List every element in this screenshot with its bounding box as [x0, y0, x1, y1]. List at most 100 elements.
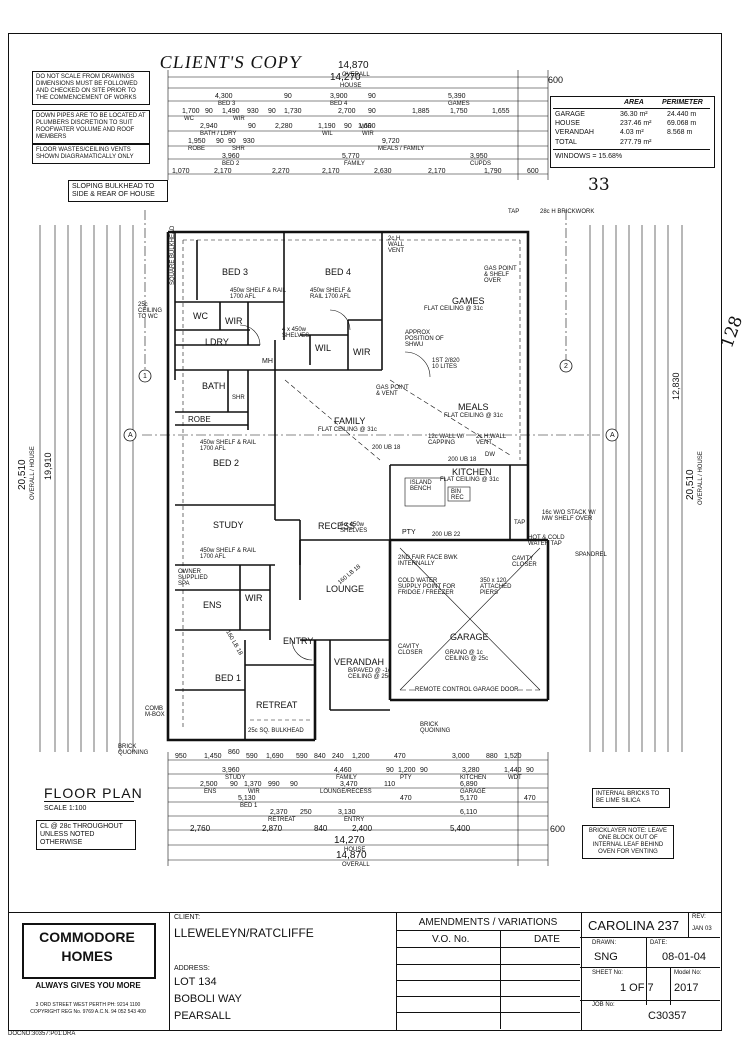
dim: 90	[368, 108, 376, 115]
company-name: COMMODORE HOMES	[24, 928, 150, 966]
lintel-label: 200 UB 18	[372, 445, 401, 451]
room-meals: MEALS	[458, 402, 489, 412]
gas-point-games-note: GAS POINT & SHELF OVER	[484, 266, 517, 284]
room-family: FAMILY	[334, 416, 366, 426]
area-row-area: 4.03 m²	[620, 129, 644, 136]
address-line: LOT 134	[174, 976, 217, 988]
dim-label: CUPDS	[470, 161, 492, 167]
area-windows: WINDOWS = 15.68%	[555, 153, 623, 160]
bottom-overall-dim: 14,870	[336, 850, 367, 861]
shelf-bed2-note: 450w SHELF & RAIL 1700 AFL	[200, 440, 256, 452]
model-value: 2017	[674, 982, 699, 994]
remote-door-note: REMOTE CONTROL GARAGE DOOR	[415, 687, 519, 693]
dim: 90	[386, 767, 394, 774]
dim-label: FAMILY	[336, 775, 357, 781]
face-brick-note: 2ND FAIR FACE BWK INTERNALLY	[398, 555, 458, 567]
lintel-label: 200 UB 22	[432, 532, 461, 538]
company-info: 3 ORD STREET WEST PERTH PH: 9214 1100 CO…	[30, 1002, 146, 1015]
room-retreat: RETREAT	[256, 700, 298, 710]
dim: 1,370	[244, 781, 262, 788]
dim: 470	[400, 795, 412, 802]
floor-plan-title: FLOOR PLAN	[44, 785, 143, 801]
kitchen-ceiling-note: FLAT CEILING @ 31c	[440, 477, 499, 483]
stack-note: 16c W/O STACK W/ MW SHELF OVER	[542, 510, 596, 522]
client-label: CLIENT:	[174, 914, 201, 921]
company-name-text: COMMODORE HOMES	[39, 929, 135, 964]
dim-label: GAMES	[448, 101, 470, 107]
dim-label: STUDY	[225, 775, 246, 781]
dim: 90	[284, 93, 292, 100]
dim: 950	[175, 753, 187, 760]
room-wil: WIL	[315, 343, 332, 353]
area-table	[550, 96, 715, 168]
dw-note: DW	[485, 452, 495, 458]
room-pty: PTY	[402, 529, 416, 536]
dim: 4,300	[215, 93, 233, 100]
rev-label: REV:	[692, 914, 706, 920]
dim-label: GARAGE	[460, 789, 486, 795]
dim: 5,770	[342, 153, 360, 160]
bottom-house-dim: 14,270	[334, 835, 365, 846]
area-row-area: 237.46 m²	[620, 120, 652, 127]
dim-label: MEALS / FAMILY	[378, 146, 425, 152]
dim: 2,700	[338, 108, 356, 115]
dim-label: ENS	[204, 789, 217, 795]
dim: 1,885	[412, 108, 430, 115]
amendments-section	[396, 912, 582, 1031]
dim-label: BED 4	[330, 101, 348, 107]
dim: 2,760	[190, 824, 211, 833]
dim: 90	[268, 108, 276, 115]
wc-ceiling-note: 25c CEILING TO WC	[138, 302, 163, 320]
dim: 1,655	[492, 108, 510, 115]
address-line: PEARSALL	[174, 1010, 231, 1022]
shelf-study-note: 450w SHELF & RAIL 1700 AFL	[200, 548, 256, 560]
bottom-overall-label: OVERALL	[342, 862, 370, 868]
dim: 90	[420, 767, 428, 774]
lintel-label: 200 UB 18	[448, 457, 477, 463]
dim-label: KITCHEN	[460, 775, 487, 781]
dim: 5,130	[238, 795, 256, 802]
dim: 590	[246, 753, 258, 760]
shelves-recess-note: 4 x 450w SHELVES	[340, 522, 368, 534]
tap-top-note: TAP	[508, 209, 520, 215]
cavity-closer-note: CAVITY CLOSER	[398, 644, 423, 656]
dim-label: WIR	[362, 131, 374, 137]
brickwork-note: 28c H BRICKWORK	[540, 209, 595, 215]
dim: 1,600	[358, 123, 376, 130]
dim: 1,690	[266, 753, 284, 760]
dim-label: FAMILY	[344, 161, 365, 167]
meals-ceiling-note: FLAT CEILING @ 31c	[444, 413, 503, 419]
room-wc: WC	[193, 311, 208, 321]
dim: 6,890	[460, 781, 478, 788]
note-scale-warning: DO NOT SCALE FROM DRAWINGS DIMENSIONS MU…	[32, 71, 150, 105]
rev-value: JAN 03	[692, 926, 712, 932]
dim: 2,500	[200, 781, 218, 788]
dim: 1,190	[318, 123, 336, 130]
comb-box-note: COMB M-BOX	[145, 706, 165, 718]
area-row-name: HOUSE	[555, 120, 580, 127]
grid-marker-2: 2	[564, 363, 568, 370]
dim: 1,950	[188, 138, 206, 145]
dim: 1,520	[504, 753, 522, 760]
room-garage: GARAGE	[450, 632, 489, 642]
wall-vent-note: 2c H WALL VENT	[388, 236, 405, 254]
dim: 90	[344, 123, 352, 130]
dim: 1,790	[484, 168, 502, 175]
shelves-wil-note: 4 x 450w SHELVES	[282, 327, 310, 339]
dim: 3,470	[340, 781, 358, 788]
dim: 2,170	[214, 168, 232, 175]
area-row-perimeter: 24.440 m	[667, 111, 697, 118]
room-verandah: VERANDAH	[334, 657, 385, 667]
job-label: JOB No:	[592, 1002, 615, 1008]
dim: 930	[247, 108, 259, 115]
dim: 2,170	[322, 168, 340, 175]
date-value: 08-01-04	[662, 951, 707, 963]
dim: 3,950	[470, 153, 488, 160]
doc-no: DOCNO:30357:P01:DRA	[8, 1031, 76, 1037]
grid-marker-a-left: A	[128, 432, 133, 439]
dim: 5,390	[448, 93, 466, 100]
dim: 590	[296, 753, 308, 760]
room-games: GAMES	[452, 296, 485, 306]
dim: 90	[228, 138, 236, 145]
